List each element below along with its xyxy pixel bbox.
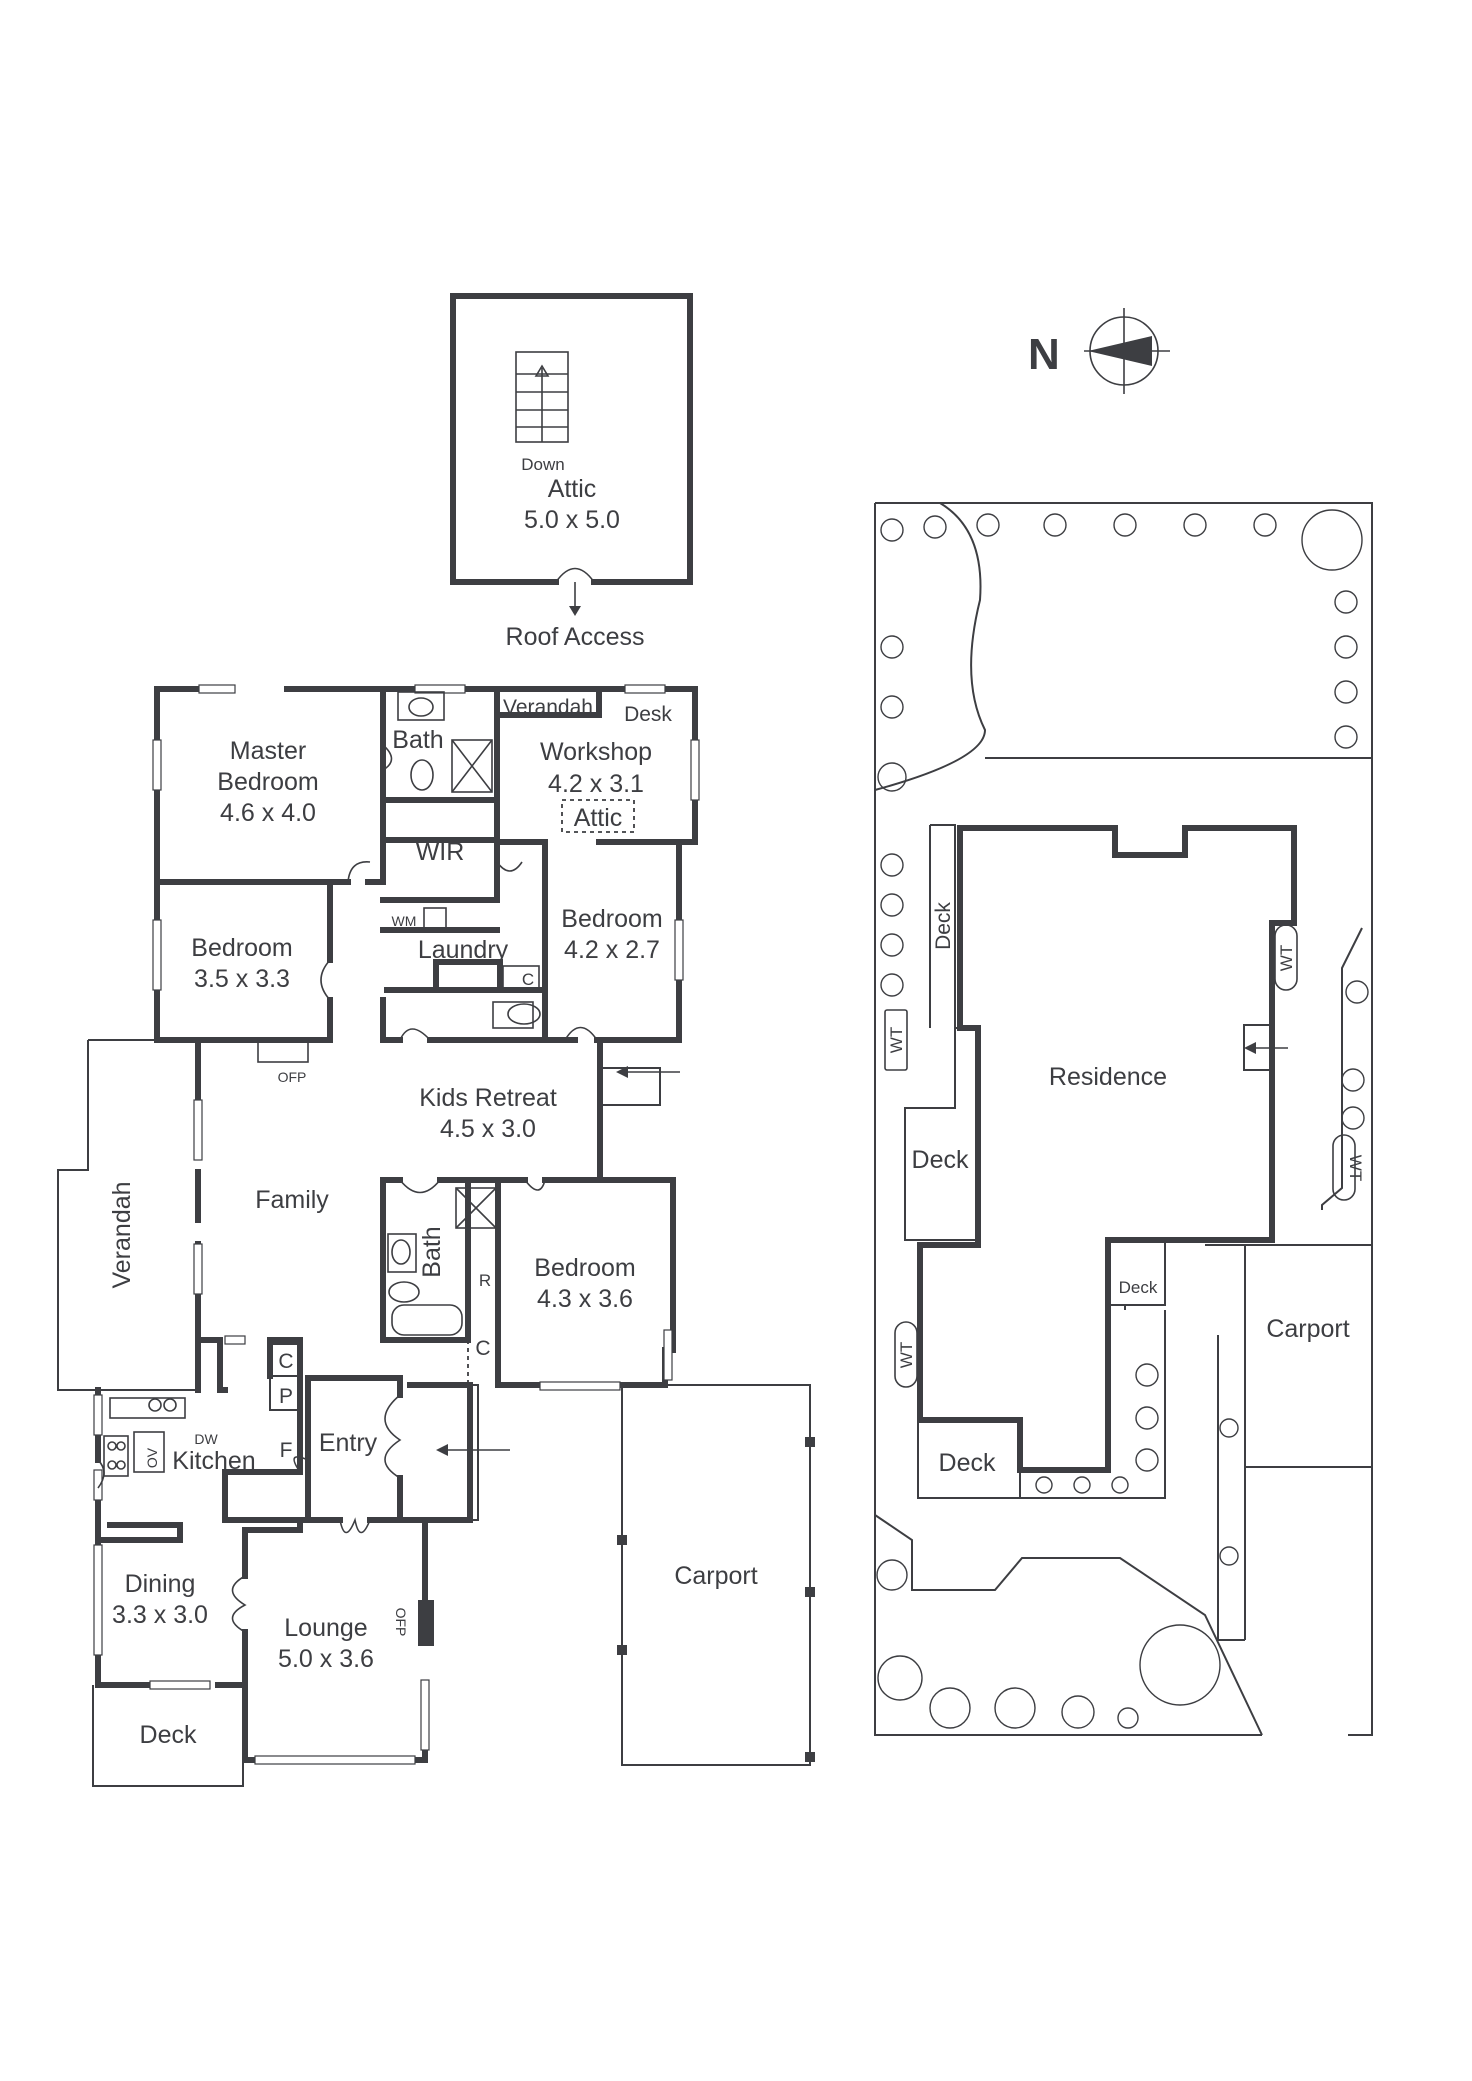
dw-label: DW: [194, 1431, 218, 1447]
site-wt-4-label: WT: [897, 1342, 916, 1368]
workshop-attic-label: Attic: [574, 804, 623, 832]
lower-bath-fixtures: [387, 1187, 497, 1336]
bedroom-4-label: Bedroom: [534, 1254, 635, 1282]
workshop-attic-hatch: [561, 799, 635, 833]
attic-stairs: [515, 351, 569, 443]
bedroom-3-label: Bedroom: [561, 905, 662, 933]
site-deck-top-label: Deck: [932, 902, 955, 950]
laundry-label: Laundry: [418, 936, 509, 964]
doors: [97, 744, 598, 1633]
site-deck-small-label: Deck: [1119, 1278, 1158, 1297]
site-deck-left-label: Deck: [912, 1146, 969, 1174]
site-residence-label: Residence: [1049, 1063, 1167, 1091]
attic-stair-label: Down: [521, 455, 564, 474]
kitchen-label: Kitchen: [172, 1447, 255, 1475]
master-bedroom-dims: 4.6 x 4.0: [220, 799, 316, 827]
pantry-c-label: C: [278, 1350, 293, 1373]
fridge-f-label: F: [280, 1439, 293, 1462]
windows: [93, 684, 700, 1765]
bath-lower-label: Bath: [418, 1226, 446, 1277]
site-plan: Residence Deck Deck Deck Deck Carport WT…: [874, 502, 1373, 1736]
ov-label: OV: [144, 1447, 160, 1468]
cupboard-c-label: C: [475, 1337, 490, 1360]
kids-retreat-label: Kids Retreat: [419, 1084, 557, 1112]
deck-main-label: Deck: [140, 1721, 197, 1749]
bedroom-4-dims: 4.3 x 3.6: [537, 1285, 633, 1313]
robe-r-label: R: [479, 1271, 491, 1290]
lounge-fireplace: [418, 1600, 434, 1646]
lounge-label: Lounge: [284, 1614, 367, 1642]
site-carport-label: Carport: [1266, 1315, 1349, 1343]
kids-retreat-arrow-icon: [616, 1066, 628, 1078]
master-bedroom-line1: Master: [230, 737, 306, 765]
bedroom-3-dims: 4.2 x 2.7: [564, 936, 660, 964]
upper-bath-fixtures: [397, 691, 493, 793]
attic-title: Attic: [548, 475, 597, 503]
bedroom-2-dims: 3.5 x 3.3: [194, 965, 290, 993]
master-bedroom-line2: Bedroom: [217, 768, 318, 796]
verandah-upper-label: Verandah: [503, 696, 593, 719]
site-wt-3-label: WT: [1346, 1155, 1365, 1181]
wm-label: WM: [392, 913, 417, 929]
north-label: N: [1028, 330, 1060, 379]
entry-arrow-icon: [436, 1444, 448, 1456]
workshop-dims: 4.2 x 3.1: [548, 770, 644, 798]
wm-unit: [423, 907, 447, 929]
family-label: Family: [255, 1186, 329, 1214]
laundry-c-label: C: [522, 970, 534, 989]
wir-label: WIR: [416, 838, 465, 866]
bedroom-2-label: Bedroom: [191, 934, 292, 962]
ofp-lounge-label: OFP: [393, 1608, 409, 1637]
site-deck-bottom-label: Deck: [939, 1449, 996, 1477]
attic-dims: 5.0 x 5.0: [524, 506, 620, 534]
attic-plan: Down Attic 5.0 x 5.0 Roof Access: [450, 293, 693, 651]
main-floor: Master Bedroom 4.6 x 4.0 Bath Verandah D…: [57, 684, 815, 1787]
ofp-family-label: OFP: [278, 1069, 307, 1085]
dining-dims: 3.3 x 3.0: [112, 1601, 208, 1629]
roof-access-arrow-icon: [569, 606, 581, 616]
carport-main-label: Carport: [674, 1562, 757, 1590]
desk-label: Desk: [624, 703, 672, 726]
bath-upper-label: Bath: [392, 726, 443, 754]
family-fireplace: [257, 1039, 309, 1063]
workshop-label: Workshop: [540, 738, 652, 766]
north-arrow-icon: [1088, 336, 1152, 366]
dining-label: Dining: [125, 1570, 196, 1598]
pantry-p-label: P: [279, 1385, 293, 1408]
lounge-dims: 5.0 x 3.6: [278, 1645, 374, 1673]
kids-retreat-dims: 4.5 x 3.0: [440, 1115, 536, 1143]
site-wt-1-label: WT: [1277, 945, 1296, 971]
verandah-side-label: Verandah: [108, 1181, 136, 1288]
north-compass: N: [1028, 308, 1170, 394]
entry-label: Entry: [319, 1429, 378, 1457]
site-trees: [876, 509, 1369, 1729]
site-wt-2-label: WT: [887, 1027, 906, 1053]
roof-access-label: Roof Access: [506, 623, 645, 651]
